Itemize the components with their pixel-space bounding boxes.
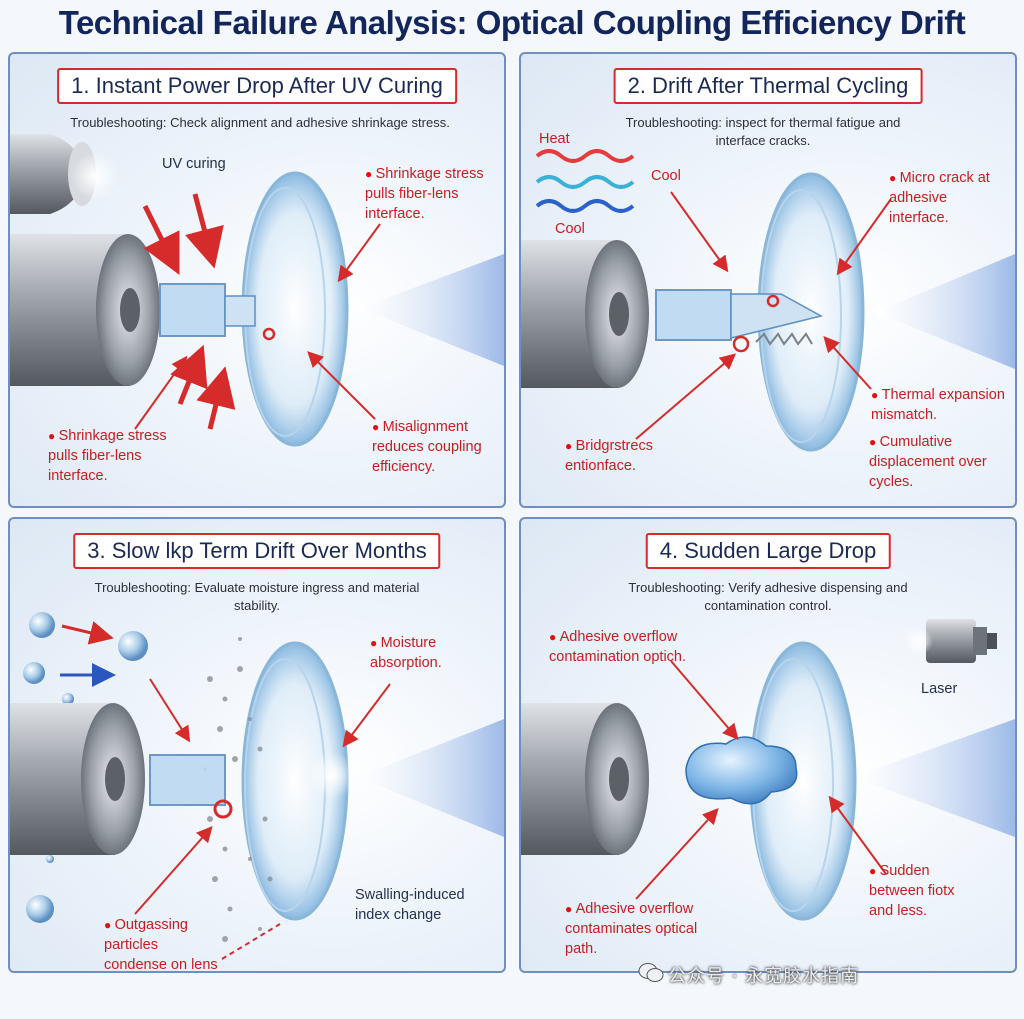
panel-1-illustration — [10, 134, 504, 447]
shrinkage-callout-left: Shrinkage stress pulls fiber-lens interf… — [48, 426, 198, 486]
panel-thermal-cycling: 2. Drift After Thermal Cycling Troublesh… — [519, 52, 1017, 508]
misalignment-callout: Misalignment reduces coupling efficiency… — [372, 417, 500, 477]
swelling-label: Swalling-induced index change — [355, 887, 465, 923]
outgassing-callout: Outgassing particles condense on lens su… — [104, 915, 224, 971]
bridge-stress-callout: Bridgrstrecs entionface. — [565, 436, 685, 476]
panel-uv-curing: 1. Instant Power Drop After UV Curing Tr… — [8, 52, 506, 508]
overflow-callout-bottom: Adhesive overflow contaminates optical p… — [565, 899, 715, 959]
watermark: 公众号 · 永宽胶水指南 — [668, 966, 860, 987]
shrinkage-callout-right: Shrinkage stress pulls fiber-lens interf… — [365, 164, 500, 224]
panel-3-title: 3. Slow lkp Term Drift Over Months — [73, 533, 441, 569]
page-title: Technical Failure Analysis: Optical Coup… — [58, 4, 966, 41]
panel-long-term-drift: 3. Slow lkp Term Drift Over Months Troub… — [8, 517, 506, 973]
moisture-callout: Moisture absorption. — [370, 633, 490, 673]
thermal-mismatch-callout: Thermal expansion mismatch. — [871, 385, 1011, 425]
overflow-callout-top: Adhesive overflow contamination optich. — [549, 627, 729, 667]
panel-sudden-drop: 4. Sudden Large Drop Troubleshooting: Ve… — [519, 517, 1017, 973]
laser-label: Laser — [921, 681, 958, 697]
panel-3-illustration — [10, 612, 504, 960]
cool-label-top: Cool — [651, 168, 681, 184]
cool-label-left: Cool — [555, 221, 585, 237]
panel-4-title: 4. Sudden Large Drop — [645, 533, 891, 569]
panel-2-troubleshooting: Troubleshooting: inspect for thermal fat… — [625, 115, 901, 148]
panel-1-title: 1. Instant Power Drop After UV Curing — [57, 68, 457, 104]
panel-4-troubleshooting: Troubleshooting: Verify adhesive dispens… — [628, 580, 908, 613]
heat-label: Heat — [539, 131, 570, 147]
micro-crack-callout: Micro crack at adhesive interface. — [889, 168, 999, 228]
panel-1-troubleshooting: Troubleshooting: Check alignment and adh… — [70, 115, 450, 130]
wechat-icon — [638, 963, 664, 982]
panel-4-illustration — [521, 619, 1015, 921]
panel-3-troubleshooting: Troubleshooting: Evaluate moisture ingre… — [94, 580, 420, 613]
cumulative-displacement-callout: Cumulative displacement over cycles. — [869, 432, 987, 492]
sudden-drop-callout: Sudden between fiotx and less. — [869, 861, 979, 921]
uv-curing-label: UV curing — [162, 156, 226, 172]
panel-2-title: 2. Drift After Thermal Cycling — [613, 68, 923, 104]
panel-2-illustration — [521, 149, 1015, 452]
